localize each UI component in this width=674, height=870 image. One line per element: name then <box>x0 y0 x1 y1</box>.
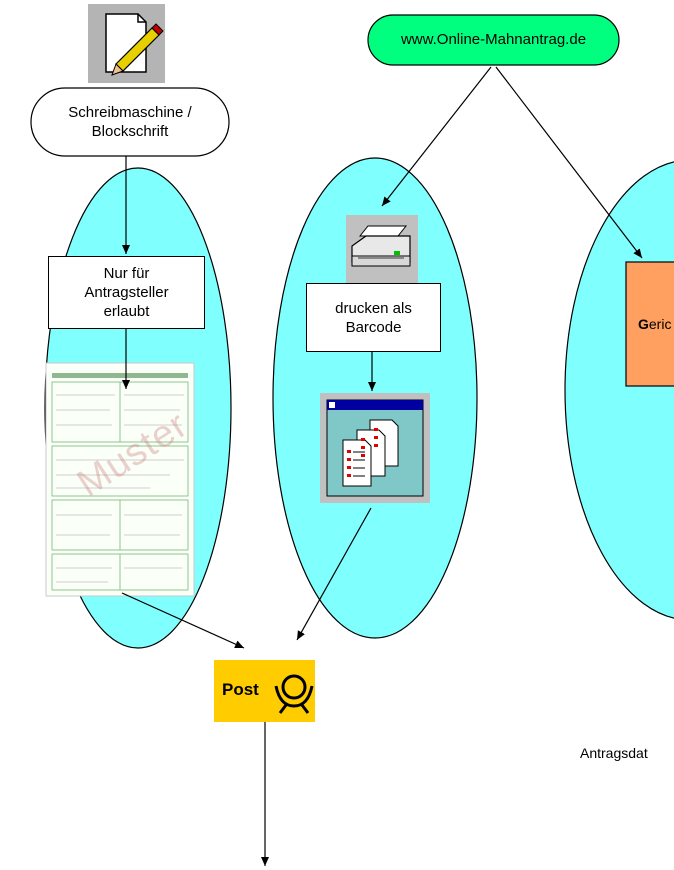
typewriter-line-2: Blockschrift <box>91 123 169 140</box>
typewriter-label: Schreibmaschine / Blockschrift <box>31 103 229 141</box>
arrow-form-to-post <box>121 592 245 649</box>
applicant-only-box: Nur für Antragsteller erlaubt <box>48 256 205 329</box>
post-label: Post <box>222 680 259 699</box>
applicant-line-1: Nur für <box>103 265 150 282</box>
arrow-documents-to-post <box>296 507 372 641</box>
barcode-line-2: Barcode <box>345 318 402 336</box>
barcode-line-1: drucken als <box>335 299 412 317</box>
online-portal-label: www.Online-Mahnantrag.de <box>400 31 587 48</box>
applicant-line-2: Antragsteller <box>84 284 169 301</box>
post-horn-icon <box>214 660 315 722</box>
edit-document-icon <box>88 4 165 83</box>
applicant-line-3: erlaubt <box>103 303 150 320</box>
application-data-label: Antragsdat <box>580 745 648 761</box>
typewriter-node <box>30 87 230 157</box>
online-portal-node <box>367 14 620 66</box>
printer-icon <box>346 215 418 283</box>
form-document-icon <box>45 362 195 597</box>
court-box <box>625 261 674 387</box>
arrow-portal-to-court <box>495 66 643 259</box>
arrow-portal-to-printer <box>381 66 492 207</box>
documents-window-icon <box>320 393 430 503</box>
print-barcode-box: drucken als Barcode <box>306 283 441 352</box>
court-label: Geric <box>638 316 672 332</box>
typewriter-line-1: Schreibmaschine / <box>68 104 192 121</box>
